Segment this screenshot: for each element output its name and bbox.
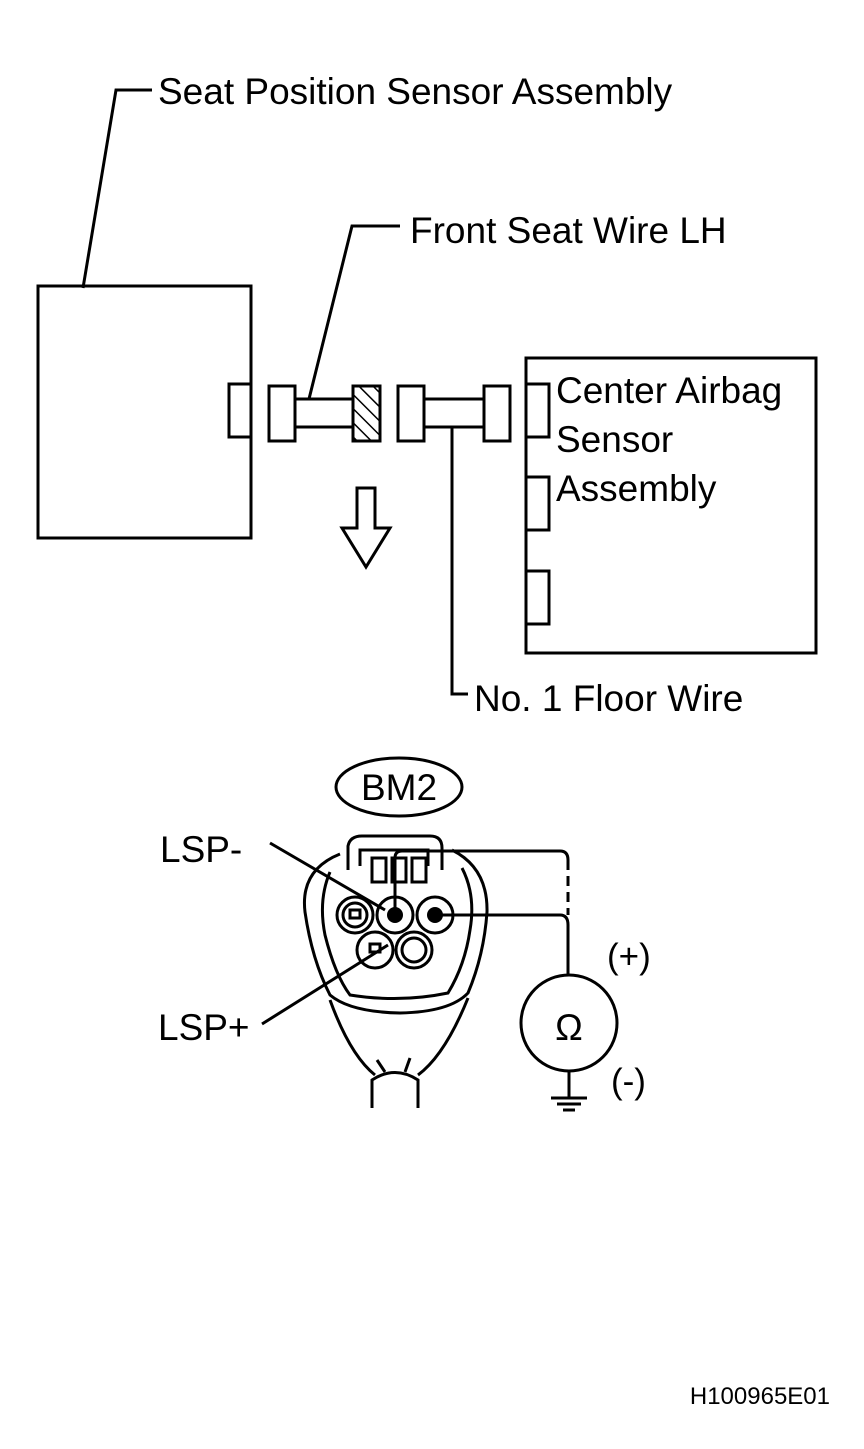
ground-icon [551,1071,587,1112]
seat-position-sensor-assembly [36,284,253,540]
ohmmeter-icon: Ω [519,973,619,1073]
front-seat-wire-leader [307,224,400,400]
floor-wire-leader [450,427,468,696]
center-airbag-label-2: Sensor [556,419,673,460]
front-seat-wire [267,384,382,443]
front-seat-wire-label: Front Seat Wire LH [410,210,727,251]
meter-minus-label: (-) [611,1062,646,1101]
floor-wire [396,384,512,443]
lsp-plus-leader [261,943,389,1026]
floor-wire-label: No. 1 Floor Wire [474,678,743,719]
center-airbag-label-3: Assembly [556,468,717,509]
lsp-minus-label: LSP- [160,829,242,870]
center-airbag-label-1: Center Airbag [556,370,782,411]
center-airbag-sensor-assembly [524,356,818,655]
seat-sensor-label: Seat Position Sensor Assembly [158,71,673,112]
positive-probe-lead [435,913,570,975]
seat-sensor-leader [81,88,152,289]
figure-id: H100965E01 [690,1383,830,1410]
connector-code-label: BM2 [361,767,437,808]
lsp-minus-leader [269,841,386,912]
meter-plus-label: (+) [607,937,651,976]
ohm-symbol: Ω [555,1007,583,1048]
connector-code-badge [334,756,464,818]
negative-probe-lead [393,849,570,915]
lsp-plus-label: LSP+ [158,1007,250,1048]
down-arrow-icon [339,486,393,570]
